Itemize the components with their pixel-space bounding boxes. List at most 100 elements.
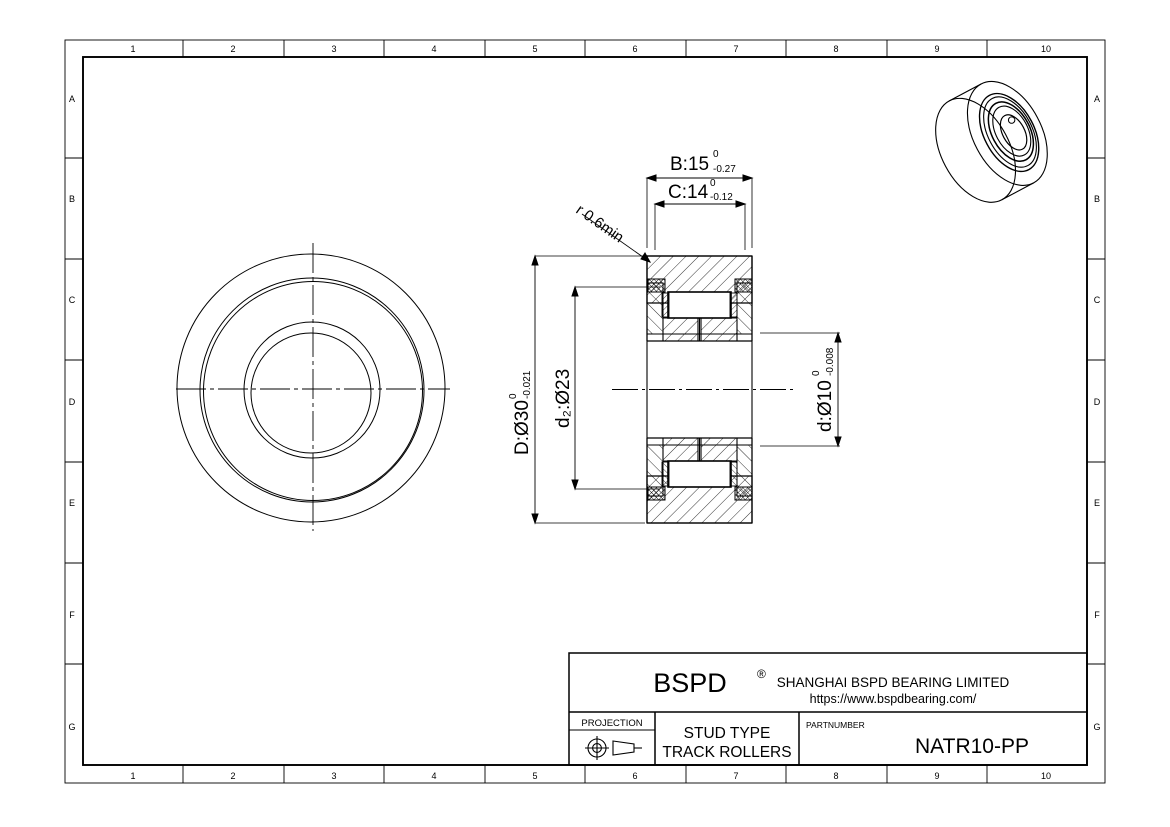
iso-race-ring: [992, 105, 1032, 157]
cross-section-upper-half: [646, 255, 753, 342]
dim-c-tol-upper: 0: [710, 178, 716, 189]
dimension-d-label: D:Ø30 0 -0.021: [508, 370, 533, 455]
column-label: 4: [431, 44, 436, 54]
column-label: 6: [632, 44, 637, 54]
circle-bore: [250, 332, 372, 454]
iso-outer-front-face: [966, 80, 1048, 186]
frame-column-labels-bottom: 1 2 3 4 5 6 7 8 9 10: [130, 771, 1051, 781]
column-label: 8: [833, 771, 838, 781]
partnumber-value: NATR10-PP: [915, 735, 1029, 758]
first-angle-projection-icon: [585, 736, 642, 760]
dimension-c-label: C:14 0 -0.12: [668, 178, 733, 203]
dimension-c: [653, 200, 747, 250]
column-label: 9: [934, 44, 939, 54]
iso-seal-ring-inner: [987, 101, 1035, 162]
circle-seal-outer: [199, 277, 425, 503]
iso-seal-ring-outer: [978, 92, 1040, 173]
frame-column-labels-top: 1 2 3 4 5 6 7 8 9 10: [130, 44, 1051, 54]
row-label: B: [69, 194, 75, 204]
seal-lower-left: [647, 486, 666, 501]
inner-ring-upper-left: [662, 317, 699, 342]
row-label: E: [69, 498, 75, 508]
arrow-bore-bottom: [834, 436, 842, 448]
dim-d2-value: d₂:Ø23: [553, 369, 574, 428]
inner-ring-lower-left: [662, 437, 699, 462]
frame-row-labels-right: A B C D E F G: [1093, 94, 1100, 732]
needle-roller-upper: [667, 291, 732, 319]
frame-zone-ticks: [65, 40, 1105, 783]
iso-seal-ring-mid: [983, 96, 1037, 168]
frame-row-labels-left: A B C D E F G: [68, 94, 75, 732]
dim-bore-value: d:Ø10: [815, 380, 836, 432]
registered-mark: ®: [757, 667, 766, 681]
arrow-d-top: [531, 254, 539, 266]
iso-bore: [999, 114, 1028, 151]
projection-label: PROJECTION: [581, 718, 642, 729]
company-name: SHANGHAI BSPD BEARING LIMITED: [777, 675, 1010, 690]
dimension-d2: [571, 285, 660, 491]
dimension-d-bore: [760, 331, 842, 448]
chamfer-label: r 0.6min: [573, 201, 627, 246]
dim-bore-tol-upper: 0: [811, 370, 822, 376]
roller-cap-lower-left: [661, 461, 670, 487]
arrow-c-left: [653, 200, 665, 208]
dim-d-tol-upper: 0: [508, 393, 519, 399]
arrow-bore-top: [834, 331, 842, 343]
seal-upper-left: [647, 278, 666, 293]
column-label: 2: [230, 771, 235, 781]
seal-upper-right: [734, 278, 753, 293]
dim-c-value: C:14: [668, 182, 709, 203]
dim-d-tol-lower: -0.021: [522, 370, 533, 399]
needle-roller-lower: [667, 460, 732, 488]
circle-outer-diameter: [176, 253, 446, 523]
iso-bottom-tangent: [1001, 182, 1034, 201]
row-label: G: [68, 722, 75, 732]
seal-lower-right: [734, 486, 753, 501]
column-label: 7: [733, 44, 738, 54]
isometric-view: [935, 80, 1048, 203]
arrow-c-right: [735, 200, 747, 208]
iso-lube-hole: [1007, 116, 1016, 124]
iso-outer-back-face: [935, 97, 1017, 203]
partnumber-label: PARTNUMBER: [806, 720, 865, 730]
column-label: 10: [1041, 44, 1051, 54]
column-label: 1: [130, 771, 135, 781]
inner-ring-lower-right: [700, 437, 738, 462]
roller-cap-lower-right: [729, 461, 738, 487]
company-website: https://www.bspdbearing.com/: [810, 692, 977, 706]
dimension-bore-label: d:Ø10 0 -0.008: [811, 347, 836, 432]
row-label: E: [1094, 498, 1100, 508]
title-block-product-type: STUD TYPE TRACK ROLLERS: [662, 725, 791, 761]
column-label: 6: [632, 771, 637, 781]
dim-b-value: B:15: [670, 154, 709, 175]
roller-cap-upper-left: [661, 292, 670, 318]
circle-seal-inner: [203, 281, 423, 501]
row-label: D: [1094, 397, 1101, 407]
column-label: 8: [833, 44, 838, 54]
row-label: C: [69, 295, 76, 305]
arrow-d2-bottom: [571, 479, 579, 491]
arrow-b-left: [645, 174, 657, 182]
dimension-b: [645, 174, 754, 248]
title-block: [568, 652, 1088, 766]
dim-d-value: D:Ø30: [512, 400, 533, 455]
brand-name: BSPD: [653, 668, 727, 698]
row-label: C: [1094, 295, 1101, 305]
column-label: 2: [230, 44, 235, 54]
circle-inner-race: [243, 321, 381, 459]
column-label: 3: [331, 771, 336, 781]
column-label: 9: [934, 771, 939, 781]
row-label: A: [69, 94, 75, 104]
leader-line-chamfer: [581, 213, 651, 263]
dim-bore-tol-lower: -0.008: [825, 347, 836, 376]
column-label: 1: [130, 44, 135, 54]
dimension-b-label: B:15 0 -0.27: [670, 149, 736, 175]
bore-region: [646, 341, 753, 438]
column-label: 10: [1041, 771, 1051, 781]
dim-b-tol-upper: 0: [713, 149, 719, 160]
product-type-line2: TRACK ROLLERS: [662, 744, 791, 761]
cross-section-outline: [646, 255, 753, 524]
dim-b-tol-lower: -0.27: [713, 164, 736, 175]
column-label: 3: [331, 44, 336, 54]
